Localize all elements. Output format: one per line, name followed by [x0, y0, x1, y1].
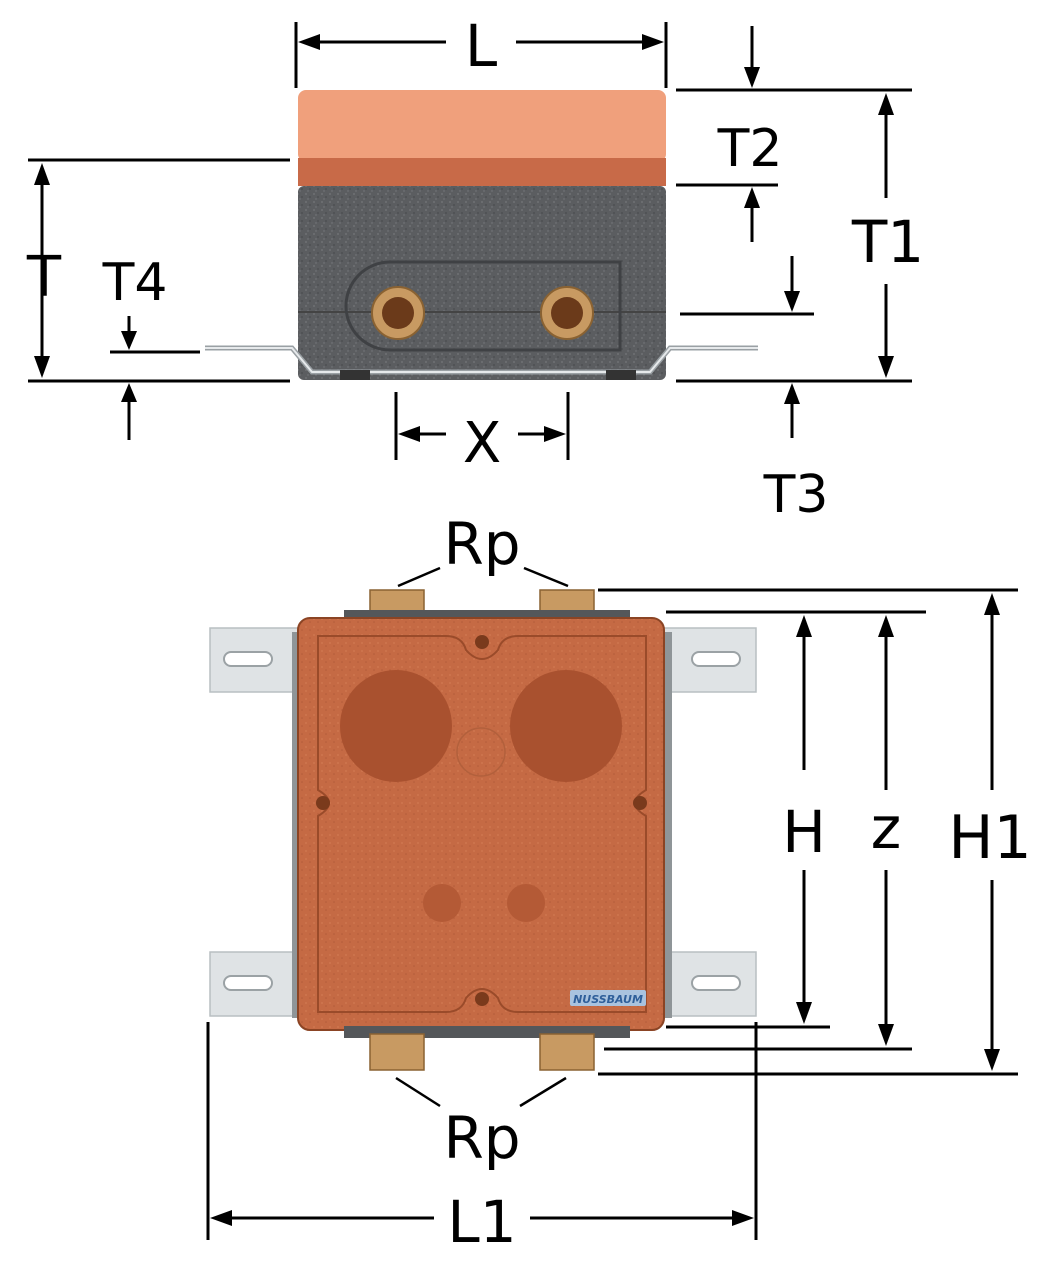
- dimension-z: z: [604, 615, 912, 1051]
- side-view: [205, 90, 758, 380]
- callout-rp-top: Rp: [397, 510, 569, 588]
- dimension-X: X: [394, 392, 570, 476]
- dimension-T4: T4: [102, 253, 200, 440]
- pipe-connector-right: [540, 286, 594, 340]
- label-L1: L1: [447, 1188, 516, 1256]
- cover-top: [298, 90, 666, 162]
- dimension-T1: T1: [676, 88, 924, 383]
- label-T4: T4: [102, 253, 168, 313]
- brand-plate: [570, 990, 646, 1006]
- label-H1: H1: [948, 803, 1031, 873]
- dimension-T: T: [26, 158, 290, 383]
- label-T3: T3: [763, 465, 829, 525]
- screw-right: [633, 796, 647, 810]
- pipe-connector-left: [371, 286, 425, 340]
- box-front-cover: [297, 617, 665, 1031]
- bracket-top-left: [209, 627, 303, 693]
- callout-rp-bottom: Rp: [395, 1076, 567, 1172]
- dimension-T3: T3: [680, 256, 828, 525]
- label-z: z: [871, 794, 901, 862]
- screw-left: [316, 796, 330, 810]
- label-H: H: [782, 798, 826, 866]
- pipe-stub-bottom-left: [369, 1033, 425, 1071]
- label-T2: T2: [717, 119, 783, 179]
- bracket-bottom-left: [209, 951, 303, 1017]
- screw-bottom: [475, 992, 489, 1006]
- knockout-large-right: [510, 670, 622, 782]
- dimension-L1: L1: [206, 1022, 758, 1256]
- dimension-H1: H1: [598, 588, 1032, 1076]
- bracket-bottom-right: [663, 951, 757, 1017]
- label-T1: T1: [851, 208, 924, 276]
- label-rp-bottom: Rp: [443, 1104, 520, 1172]
- label-L: L: [465, 12, 497, 80]
- cover-bottom-band: [298, 158, 666, 186]
- pipe-stub-bottom-right: [539, 1033, 595, 1071]
- knockout-large-left: [340, 670, 452, 782]
- bracket-top-right: [663, 627, 757, 693]
- label-T: T: [26, 245, 62, 310]
- label-X: X: [463, 411, 501, 476]
- dimension-H: H: [666, 610, 926, 1029]
- screw-top: [475, 635, 489, 649]
- front-view: NUSSBAUM: [209, 589, 757, 1071]
- knockout-small-left: [423, 884, 461, 922]
- dimension-T2: T2: [676, 26, 782, 242]
- brand-logo: NUSSBAUM: [573, 993, 643, 1006]
- label-rp-top: Rp: [443, 510, 520, 578]
- knockout-small-right: [507, 884, 545, 922]
- dimension-L: L: [294, 12, 668, 88]
